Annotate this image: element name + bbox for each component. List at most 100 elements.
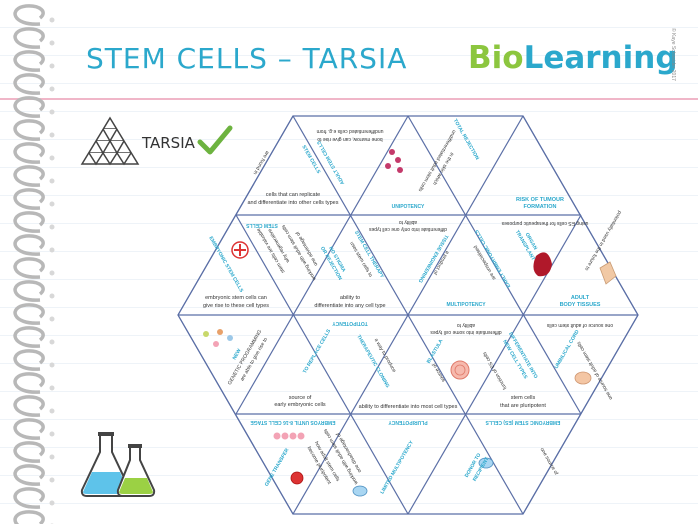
spiral-hole [49,86,55,92]
tile-12-text-b: BODY TISSUES [560,302,601,308]
tile-5-text-b: FORMATION [524,204,557,210]
tile-3-text-b: differentiate into only one cell types [368,226,447,232]
tile-13-text-a: NEW [232,348,243,361]
tile-21-text-a: PLURIPOTENCY [388,419,428,425]
spiral-hole [49,63,55,69]
spiral-ring [13,211,45,233]
spiral-hole [49,224,55,230]
spiral-ring [13,4,45,26]
spiral-hole [49,408,55,414]
spiral-ring [13,188,45,210]
tile-17-text-c: function of ES cells [482,350,509,390]
tile-1-text-b: and differentiate into other cells types [247,200,338,206]
spiral-hole [49,477,55,483]
spiral-ring [13,487,45,509]
spiral-ring [13,280,45,302]
biolearning-logo: BioLearning [468,40,678,76]
tile-7-text-b: embryonic stem cells can [205,295,267,301]
spiral-hole [49,316,55,322]
brand-part1: Bio [468,40,524,76]
tile-12-text-c: one source of adult stem cells [546,322,613,328]
spiral-ring [13,96,45,118]
spiral-hole [49,270,55,276]
tile-14-text-c: source of [289,395,312,401]
spiral-ring [13,73,45,95]
tile-10-text-c: MULTIPOTENCY [446,302,486,308]
tile-15-text-c: ability to differentiate into most cell … [359,404,458,410]
tile-6-text-c: STEM CELLS [246,222,278,228]
spiral-hole [49,339,55,345]
spiral-ring [13,119,45,141]
tile-16-text-b: ability to [457,322,476,328]
tile-2-text-b: bone marrow, can give rise to [317,136,383,142]
spiral-hole [49,454,55,460]
tile-9-text-c: ability to [340,295,360,301]
tile-4-text-c: TOTAL REJECTION [452,118,480,161]
tile-12-text-a: ADULT [571,295,590,301]
spiral-hole [49,109,55,115]
tile-14-text-a: TOTIPOTENCY [332,320,368,326]
header-divider [0,98,698,100]
tarsia-grid [177,115,639,515]
tile-14-text-b: TO REPLACE CELLS [302,328,332,375]
spiral-ring [13,326,45,348]
spiral-ring [13,165,45,187]
brand-part2: Learning [523,40,678,76]
cell-illustration-icon [203,149,617,497]
spiral-ring [13,395,45,417]
spiral-ring [13,464,45,486]
spiral-hole [49,178,55,184]
tile-1-text-a: cells that can replicate [266,192,320,198]
check-icon [197,125,233,155]
spiral-hole [49,362,55,368]
spiral-hole [49,500,55,506]
tile-18-text-a: stem cells [511,395,536,401]
spiral-ring [13,50,45,72]
spiral-ring [13,510,45,524]
tile-7-text-c: give rise to these cell types [203,303,269,309]
tile-12-text-d: potentially used in the future to [583,210,622,272]
spiral-hole [49,40,55,46]
tile-16-text-d: source of [431,362,447,383]
spiral-ring [13,372,45,394]
spiral-hole [49,17,55,23]
tile-20-text-a: GENE TRANSFER [264,447,291,487]
spiral-ring [13,142,45,164]
spiral-hole [49,385,55,391]
spiral-ring [13,441,45,463]
tile-18-text-c: UMBILICAL CORD [554,329,581,370]
tile-18-text-d: one source of adult stem cells [576,340,615,401]
tile-23-text-a: EMBRYONIC STEM (ES) CELLS [485,419,560,425]
spiral-hole [49,293,55,299]
spiral-ring [13,349,45,371]
tarsia-label: TARSIA [142,134,195,152]
tile-5-text-c: using ES cells for therapeutic purposes [501,220,588,226]
spiral-hole [49,431,55,437]
tile-5-text-a: RISK OF TUMOUR [516,197,564,203]
tile-23-text-b: one source of [539,447,560,477]
spiral-ring [13,418,45,440]
tile-22-text-a: LIMITED MULTIPOTENCY [379,439,415,495]
spiral-ring [13,234,45,256]
spiral-ring [13,27,45,49]
tile-2-text-a: undifferentiated cells e.g. from [317,128,384,134]
spiral-binding-icon [13,4,55,524]
tile-3-text-c: UNIPOTENCY [392,204,425,210]
spiral-hole [49,201,55,207]
tile-14-text-d: early embryonic cells [274,402,326,408]
tile-3-text-a: ability to [399,219,418,225]
tile-16-text-c: differentiate into some cell types [430,329,502,335]
page-title: STEM CELLS – TARSIA [86,42,408,75]
spiral-ring [13,303,45,325]
tile-19-text-a: EMBRYOS UNTIL 8-16 CELL STAGE [250,419,336,425]
tarsia-triangle-icon [80,116,140,166]
spiral-hole [49,155,55,161]
tile-9-text-d: differentiate into any cell type [314,303,385,309]
flasks-icon [80,432,156,497]
spiral-hole [49,247,55,253]
tile-18-text-b: that are pluripotent [500,403,546,409]
spiral-hole [49,132,55,138]
spiral-ring [13,257,45,279]
